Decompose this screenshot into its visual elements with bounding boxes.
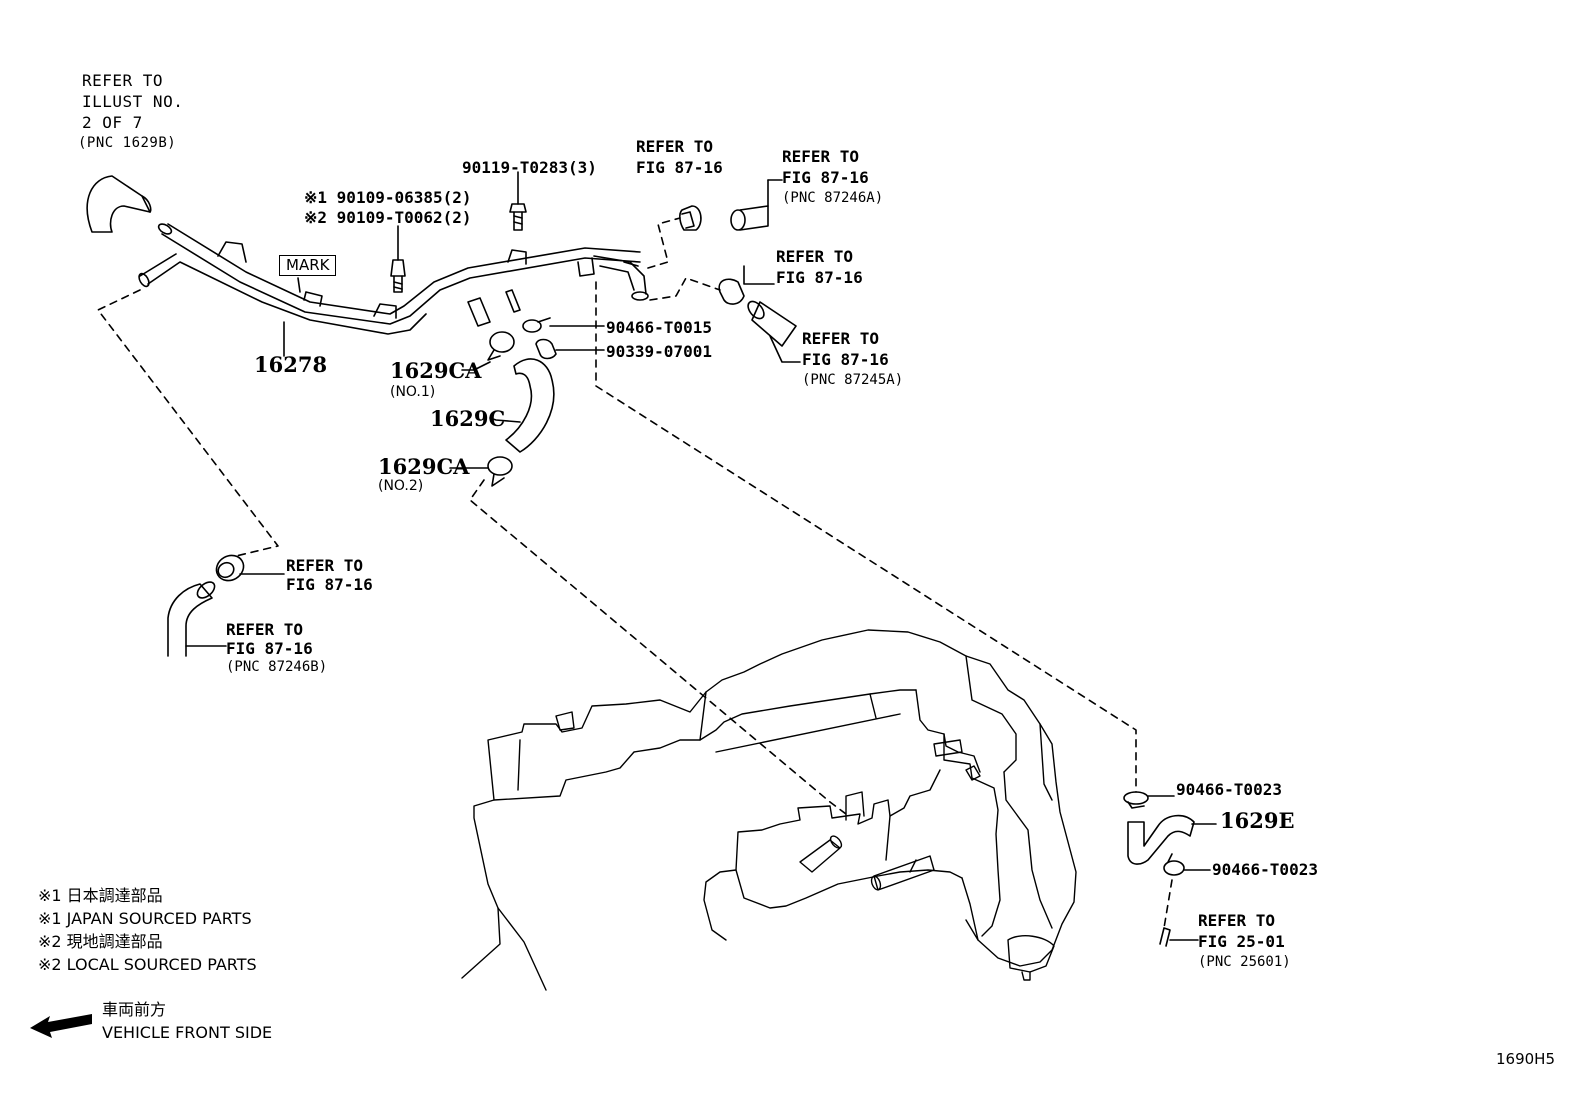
clamp-no1-sub: (NO.1) xyxy=(390,384,436,400)
clamp-no2-sub: (NO.2) xyxy=(378,478,424,494)
clamp-top-right-icon xyxy=(679,205,702,231)
clamp-middle-right-icon xyxy=(718,265,775,305)
ref-left-clamp-line2: FIG 87-16 xyxy=(286,575,373,594)
ref-hose-b-line2: FIG 87-16 xyxy=(802,350,889,369)
direction-en: VEHICLE FRONT SIDE xyxy=(102,1023,273,1042)
leader-lines xyxy=(97,217,1173,929)
plug-07001-label: 90339-07001 xyxy=(606,342,712,361)
stud-bolt-90109-icon xyxy=(390,225,406,293)
vehicle-front-legend: 車両前方 VEHICLE FRONT SIDE xyxy=(102,998,272,1044)
figure-id: 1690H5 xyxy=(1496,1050,1555,1068)
ref-left-clamp-label: REFER TO FIG 87-16 xyxy=(286,556,373,594)
clamp-no2-label: 1629CA xyxy=(378,454,470,479)
hose-1629b xyxy=(86,175,152,233)
bolt-90119-icon xyxy=(509,171,527,231)
engine-block xyxy=(461,629,1077,991)
direction-jp: 車両前方 xyxy=(102,1000,167,1019)
ref-hose-a-line3: (PNC 87246A) xyxy=(782,190,884,206)
clamp-1629ca-no2-icon xyxy=(449,456,513,487)
ref-top-clamp-line2: FIG 87-16 xyxy=(636,158,723,177)
clip-t0023-top-label: 90466-T0023 xyxy=(1176,780,1282,799)
hose-87246a xyxy=(730,179,783,231)
ref-mid-clamp-label: REFER TO FIG 87-16 xyxy=(776,246,863,288)
illust-ref-label: REFER TO ILLUST NO. 2 OF 7 (PNC 1629B) xyxy=(78,70,184,154)
ref-left-hose-line1: REFER TO xyxy=(226,620,304,639)
bolt-note2-label: ※2 90109-T0062(2) xyxy=(304,208,472,227)
leader-ticks xyxy=(283,277,301,357)
ref-hose-b-line1: REFER TO xyxy=(802,329,880,348)
ref-fig25-label: REFER TO FIG 25-01 (PNC 25601) xyxy=(1198,910,1291,973)
ref-hose-b-label: REFER TO FIG 87-16 (PNC 87245A) xyxy=(802,328,903,391)
ref-hose-a-line1: REFER TO xyxy=(782,147,860,166)
ref-hose-a-label: REFER TO FIG 87-16 (PNC 87246A) xyxy=(782,146,883,209)
water-pipe-16278 xyxy=(138,223,649,335)
ref-mid-clamp-line2: FIG 87-16 xyxy=(776,268,863,287)
vehicle-front-arrow-icon xyxy=(30,1014,92,1038)
illust-ref-line2: ILLUST NO. xyxy=(82,92,184,111)
hose-25601-stub xyxy=(1159,927,1199,947)
ref-top-clamp-line1: REFER TO xyxy=(636,137,714,156)
hose-1629c xyxy=(489,358,555,453)
clip-t0015-label: 90466-T0015 xyxy=(606,318,712,337)
clamp-left-icon xyxy=(215,554,285,582)
ref-left-hose-line3: (PNC 87246B) xyxy=(226,659,328,675)
ref-left-hose-label: REFER TO FIG 87-16 (PNC 87246B) xyxy=(226,620,327,677)
illust-ref-line3: 2 OF 7 xyxy=(82,113,143,132)
legend-line2: ※1 JAPAN SOURCED PARTS xyxy=(38,909,252,928)
mark-label: MARK xyxy=(279,255,337,276)
hose-87245a xyxy=(747,300,801,363)
pipe-16278-label: 16278 xyxy=(254,352,328,377)
ref-fig25-line3: (PNC 25601) xyxy=(1198,954,1291,970)
ref-left-clamp-line1: REFER TO xyxy=(286,556,364,575)
legend-line1: ※1 日本調達部品 xyxy=(38,886,163,905)
clip-90466-t0023-bottom-icon xyxy=(1163,853,1211,876)
ref-mid-clamp-line1: REFER TO xyxy=(776,247,854,266)
illust-ref-line4: (PNC 1629B) xyxy=(78,135,177,151)
clip-90466-t0015-icon xyxy=(522,317,605,333)
ref-hose-a-line2: FIG 87-16 xyxy=(782,168,869,187)
hose-1629e xyxy=(1127,814,1217,865)
ref-fig25-line2: FIG 25-01 xyxy=(1198,932,1285,951)
sourcing-legend: ※1 日本調達部品 ※1 JAPAN SOURCED PARTS ※2 現地調達… xyxy=(38,884,257,976)
illust-ref-line1: REFER TO xyxy=(82,71,164,90)
ref-fig25-line1: REFER TO xyxy=(1198,911,1276,930)
ref-left-hose-line2: FIG 87-16 xyxy=(226,639,313,658)
clamp-no1-label: 1629CA xyxy=(390,358,482,383)
clip-t0023-bottom-label: 90466-T0023 xyxy=(1212,860,1318,879)
clamp-1629ca-no1-icon xyxy=(461,331,515,371)
hose-1629e-label: 1629E xyxy=(1220,808,1295,833)
ref-hose-b-line3: (PNC 87245A) xyxy=(802,372,904,388)
hose-87246b xyxy=(167,581,227,657)
screw-part-label: 90119-T0283(3) xyxy=(462,158,597,177)
hose-1629c-label: 1629C xyxy=(430,406,506,431)
small-tubes xyxy=(467,289,521,327)
legend-line4: ※2 LOCAL SOURCED PARTS xyxy=(38,955,257,974)
clip-90466-t0023-top-icon xyxy=(1123,791,1175,809)
plug-90339-icon xyxy=(535,338,605,360)
bolt-note1-label: ※1 90109-06385(2) xyxy=(304,188,472,207)
legend-line3: ※2 現地調達部品 xyxy=(38,932,163,951)
ref-top-clamp-label: REFER TO FIG 87-16 xyxy=(636,136,723,178)
